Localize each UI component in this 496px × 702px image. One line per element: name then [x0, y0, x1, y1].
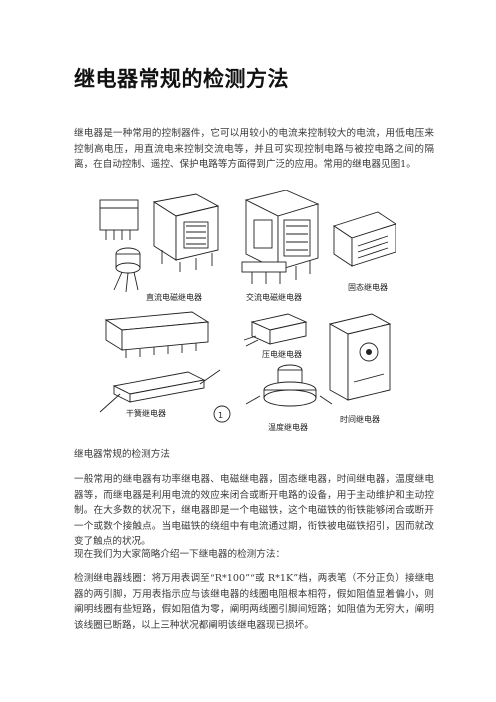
dc-relay-can-illustration: [113, 247, 141, 293]
section-heading: 继电器常规的检测方法: [74, 449, 170, 460]
time-relay-illustration: [328, 313, 392, 401]
relay-figure: 直流电磁继电器 交流电磁继电器 固态继电器 压电: [99, 190, 396, 432]
label-solid-state-relay: 固态继电器: [348, 282, 388, 292]
label-time-relay: 时间继电器: [340, 414, 380, 424]
temperature-relay-illustration: [245, 364, 333, 407]
piezo-relay-illustration: [243, 313, 308, 347]
solid-state-relay-illustration: [332, 211, 396, 267]
label-temperature-relay: 温度继电器: [268, 422, 308, 432]
page-title: 继电器常规的检测方法: [74, 67, 289, 91]
label-ac-relay: 交流电磁继电器: [246, 292, 302, 302]
reed-relay-illustration: [99, 369, 221, 413]
dip-relay-illustration: [104, 311, 210, 358]
dc-relay-box-illustration: [99, 199, 139, 240]
label-reed-relay: 干簧继电器: [126, 408, 166, 418]
types-paragraph: 一般常用的继电器有功率继电器、电磁继电器，固态继电器，时间继电器，温度继电器等，…: [74, 474, 434, 548]
ac-relay-illustration: [241, 190, 320, 284]
method-intro-paragraph: 现在我们为大家简略介绍一下继电器的检测方法：: [74, 549, 286, 560]
dc-relay-frame-illustration: [152, 193, 220, 272]
label-piezo-relay: 压电继电器: [262, 349, 302, 359]
coil-test-paragraph: 检测继电器线圈：将万用表调至“R*100”“或 R*1K”档，两表笔（不分正负）…: [74, 573, 434, 631]
label-dc-relay: 直流电磁继电器: [146, 292, 202, 302]
figure-number: 1: [218, 411, 223, 420]
intro-paragraph: 继电器是一种常用的控制器件，它可以用较小的电流来控制较大的电流，用低电压来控制高…: [74, 128, 434, 171]
